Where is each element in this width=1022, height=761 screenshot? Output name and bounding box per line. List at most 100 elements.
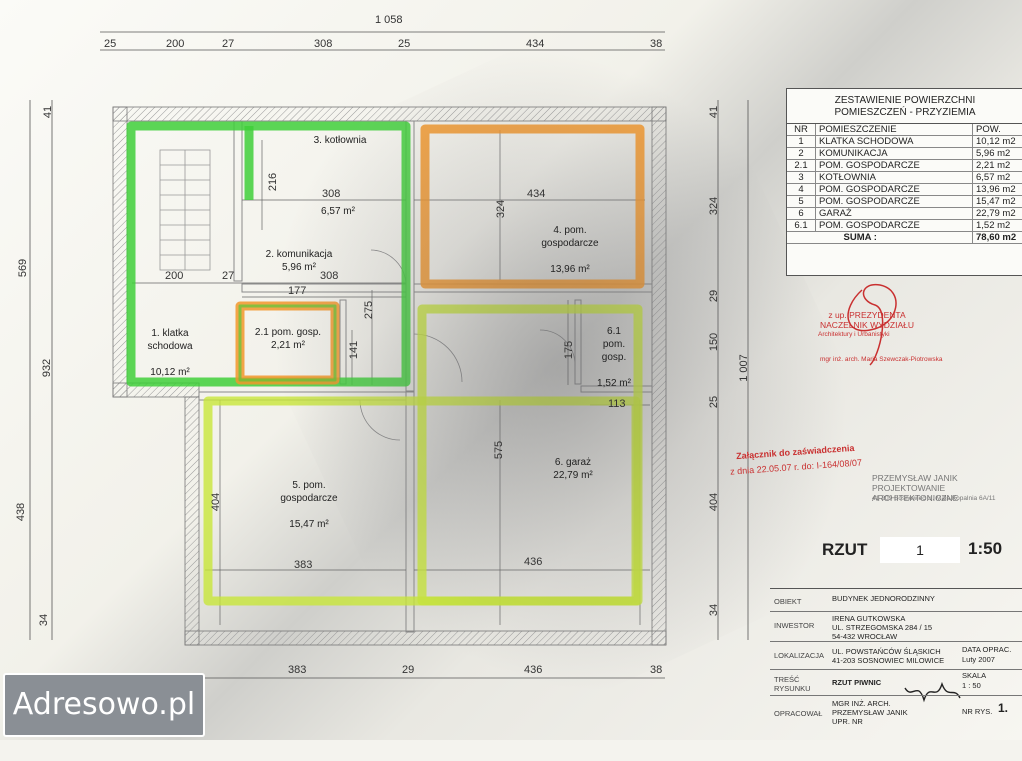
cell-area-unit: m2 (1002, 184, 1015, 195)
dim-top-2: 200 (166, 38, 184, 50)
room-label-klatka: 1. klatka schodowa 10,12 m² (130, 314, 210, 392)
cell-nr: 3 (787, 172, 816, 184)
dim-27: 27 (222, 270, 234, 282)
dim-bottom-3: 436 (524, 664, 542, 676)
dim-top-6: 434 (526, 38, 544, 50)
dim-434: 434 (527, 188, 545, 200)
cell-area: 6,57 m2 (973, 172, 1022, 184)
inwestor-value: IRENA GUTKOWSKA UL. STRZEGOMSKA 284 / 15… (832, 614, 932, 641)
room-label-pom-4: 4. pom. gospodarcze 13,96 m² (520, 211, 620, 289)
cell-room: POM. GOSPODARCZE (816, 184, 973, 196)
dim-right-4: 150 (708, 333, 720, 351)
cell-nr: 5 (787, 196, 816, 208)
dim-324: 324 (495, 200, 507, 218)
cell-room: POM. GOSPODARCZE (816, 160, 973, 172)
nr-rys-value: 1. (998, 704, 1008, 713)
dim-left-2: 569 (17, 259, 29, 277)
dim-right-5: 1 007 (738, 354, 750, 382)
staircase (160, 150, 210, 270)
cell-nr: 1 (787, 136, 816, 148)
cell-area-value: 6,57 (976, 172, 995, 183)
cell-area-unit: m2 (1002, 136, 1015, 147)
rzut-label: RZUT (822, 540, 867, 560)
dim-bottom-4: 38 (650, 664, 662, 676)
cell-room: GARAŻ (816, 208, 973, 220)
room-area: 22,79 m² (528, 469, 618, 482)
room-area: 15,47 m² (254, 518, 364, 531)
sum-value: 78,60 (976, 232, 1000, 243)
cell-empty (787, 232, 816, 244)
room-label-garaz: 6. garaż 22,79 m² (528, 456, 618, 482)
title-row-opracowal: OPRACOWAŁ MGR INŻ. ARCH. PRZEMYSŁAW JANI… (770, 695, 1022, 733)
table-header-row: NR POMIESZCZENIE POW. (787, 124, 1022, 136)
cell-area: 1,52 m2 (973, 220, 1022, 232)
dim-bottom-2: 29 (402, 664, 414, 676)
dim-383: 383 (294, 559, 312, 571)
rzut-number: 1 (880, 537, 960, 563)
room-name: 2.1 pom. gosp. (242, 326, 334, 339)
data-label: DATA OPRAC. (962, 645, 1011, 654)
title-row-obiekt: OBIEKT BUDYNEK JEDNORODZINNY (770, 589, 1022, 612)
skala-label: SKALA (962, 671, 986, 680)
adresowo-watermark: Adresowo.pl (3, 673, 205, 737)
data-value: Luty 2007 (962, 655, 995, 664)
cell-area: 10,12 m2 (973, 136, 1022, 148)
room-label-kotlownia: 3. kotłownia (290, 134, 390, 147)
room-label-pom-2-1: 2.1 pom. gosp. 2,21 m² (242, 326, 334, 352)
opracowal-label: OPRACOWAŁ (774, 709, 822, 718)
room-area: 1,52 m² (584, 377, 644, 390)
dim-left-5: 34 (38, 614, 50, 626)
opracowal-value: MGR INŻ. ARCH. PRZEMYSŁAW JANIK UPR. NR (832, 699, 908, 726)
dim-top-5: 25 (398, 38, 410, 50)
table-sum-row: SUMA : 78,60 m2 (787, 232, 1022, 244)
room-area: 13,96 m² (520, 263, 620, 276)
cell-nr: 2.1 (787, 160, 816, 172)
room-label-pom-6-1: 6.1 pom. gosp. 1,52 m² (584, 312, 644, 403)
cell-area-unit: m2 (997, 148, 1010, 159)
dim-right-3: 29 (708, 290, 720, 302)
lokalizacja-value: UL. POWSTAŃCÓW ŚLĄSKICH 41-203 SOSNOWIEC… (832, 647, 944, 665)
room-name: 3. kotłownia (290, 134, 390, 147)
dim-200: 200 (165, 270, 183, 282)
cell-nr: 6 (787, 208, 816, 220)
title-row-lokalizacja: LOKALIZACJA UL. POWSTAŃCÓW ŚLĄSKICH 41-2… (770, 641, 1022, 670)
dim-left-1: 41 (42, 106, 54, 118)
cell-area-unit: m2 (997, 172, 1010, 183)
obiekt-label: OBIEKT (774, 597, 802, 606)
cell-nr: 6.1 (787, 220, 816, 232)
cell-room: KLATKA SCHODOWA (816, 136, 973, 148)
dim-575: 575 (493, 441, 505, 459)
designer-stamp-sub: 41-209 Sosnowiec ul. Mała Kopalnia 6A/11 (872, 495, 995, 502)
room-name: 1. klatka schodowa (130, 327, 210, 353)
cell-area-unit: m2 (997, 160, 1010, 171)
tresc-label: TREŚĆ RYSUNKU (774, 675, 811, 693)
dim-right-6: 25 (708, 396, 720, 408)
dim-right-1: 41 (708, 106, 720, 118)
dim-141: 141 (348, 341, 360, 359)
tresc-value: RZUT PIWNIC (832, 678, 881, 687)
dim-top-1: 25 (104, 38, 116, 50)
cell-room: POM. GOSPODARCZE (816, 196, 973, 208)
dim-275: 275 (363, 301, 375, 319)
lokalizacja-label: LOKALIZACJA (774, 651, 824, 660)
room-area: 10,12 m² (130, 366, 210, 379)
dim-216: 216 (267, 173, 279, 191)
cell-nr: 4 (787, 184, 816, 196)
room-name: 5. pom. gospodarcze (254, 479, 364, 505)
cell-area-value: 5,96 (976, 148, 995, 159)
room-area: 5,96 m² (244, 261, 354, 274)
approval-stamp: z up. PREZYDENTA NACZELNIK WYDZIAŁU (820, 310, 914, 330)
cell-room: KOMUNIKACJA (816, 148, 973, 160)
header-nr: NR (787, 124, 816, 136)
cell-area-value: 1,52 (976, 220, 995, 231)
header-room: POMIESZCZENIE (816, 124, 973, 136)
dim-404-a: 404 (210, 493, 222, 511)
dim-left-4: 438 (15, 503, 27, 521)
dim-308-a: 308 (322, 188, 340, 200)
